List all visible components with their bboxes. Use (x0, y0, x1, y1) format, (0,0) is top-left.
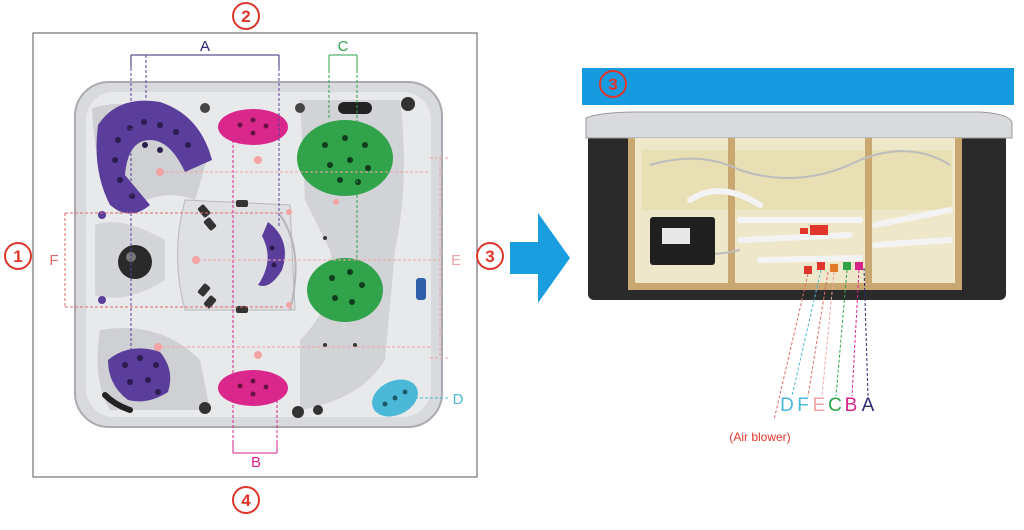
marker-photo: 3 (608, 75, 617, 94)
label-a: A (200, 38, 210, 55)
circled-number-icon (4, 2, 627, 514)
photo-label-e: E (813, 395, 826, 416)
air-blower-label: (Air blower) (729, 430, 790, 444)
zone-a-jets-top (96, 100, 212, 214)
marker-right: 3 (485, 247, 494, 266)
zone-a-jets-mid (258, 222, 285, 286)
right-arrow-icon (510, 213, 570, 303)
photo-label-b: B (845, 395, 858, 416)
marker-left: 1 (13, 247, 22, 266)
label-c: C (338, 38, 349, 55)
label-b: B (251, 454, 261, 471)
photo-banner (582, 68, 1014, 105)
zone-c-jets-bottom (307, 258, 383, 322)
filter-icon (118, 245, 152, 279)
photo-label-a: A (862, 395, 875, 416)
zone-c-jets-top (297, 120, 393, 196)
label-d: D (453, 391, 464, 408)
label-e: E (451, 252, 461, 269)
photo-label-d: D (780, 395, 794, 416)
marker-bottom: 4 (241, 491, 251, 510)
zone-a-jets-bottom (108, 348, 171, 402)
zone-b-jets-top (218, 109, 288, 145)
marker-top: 2 (241, 7, 250, 26)
photo-label-f: F (797, 395, 809, 416)
photo-label-c: C (828, 395, 842, 416)
label-f: F (49, 252, 58, 269)
zone-b-jets-bottom (218, 370, 288, 406)
